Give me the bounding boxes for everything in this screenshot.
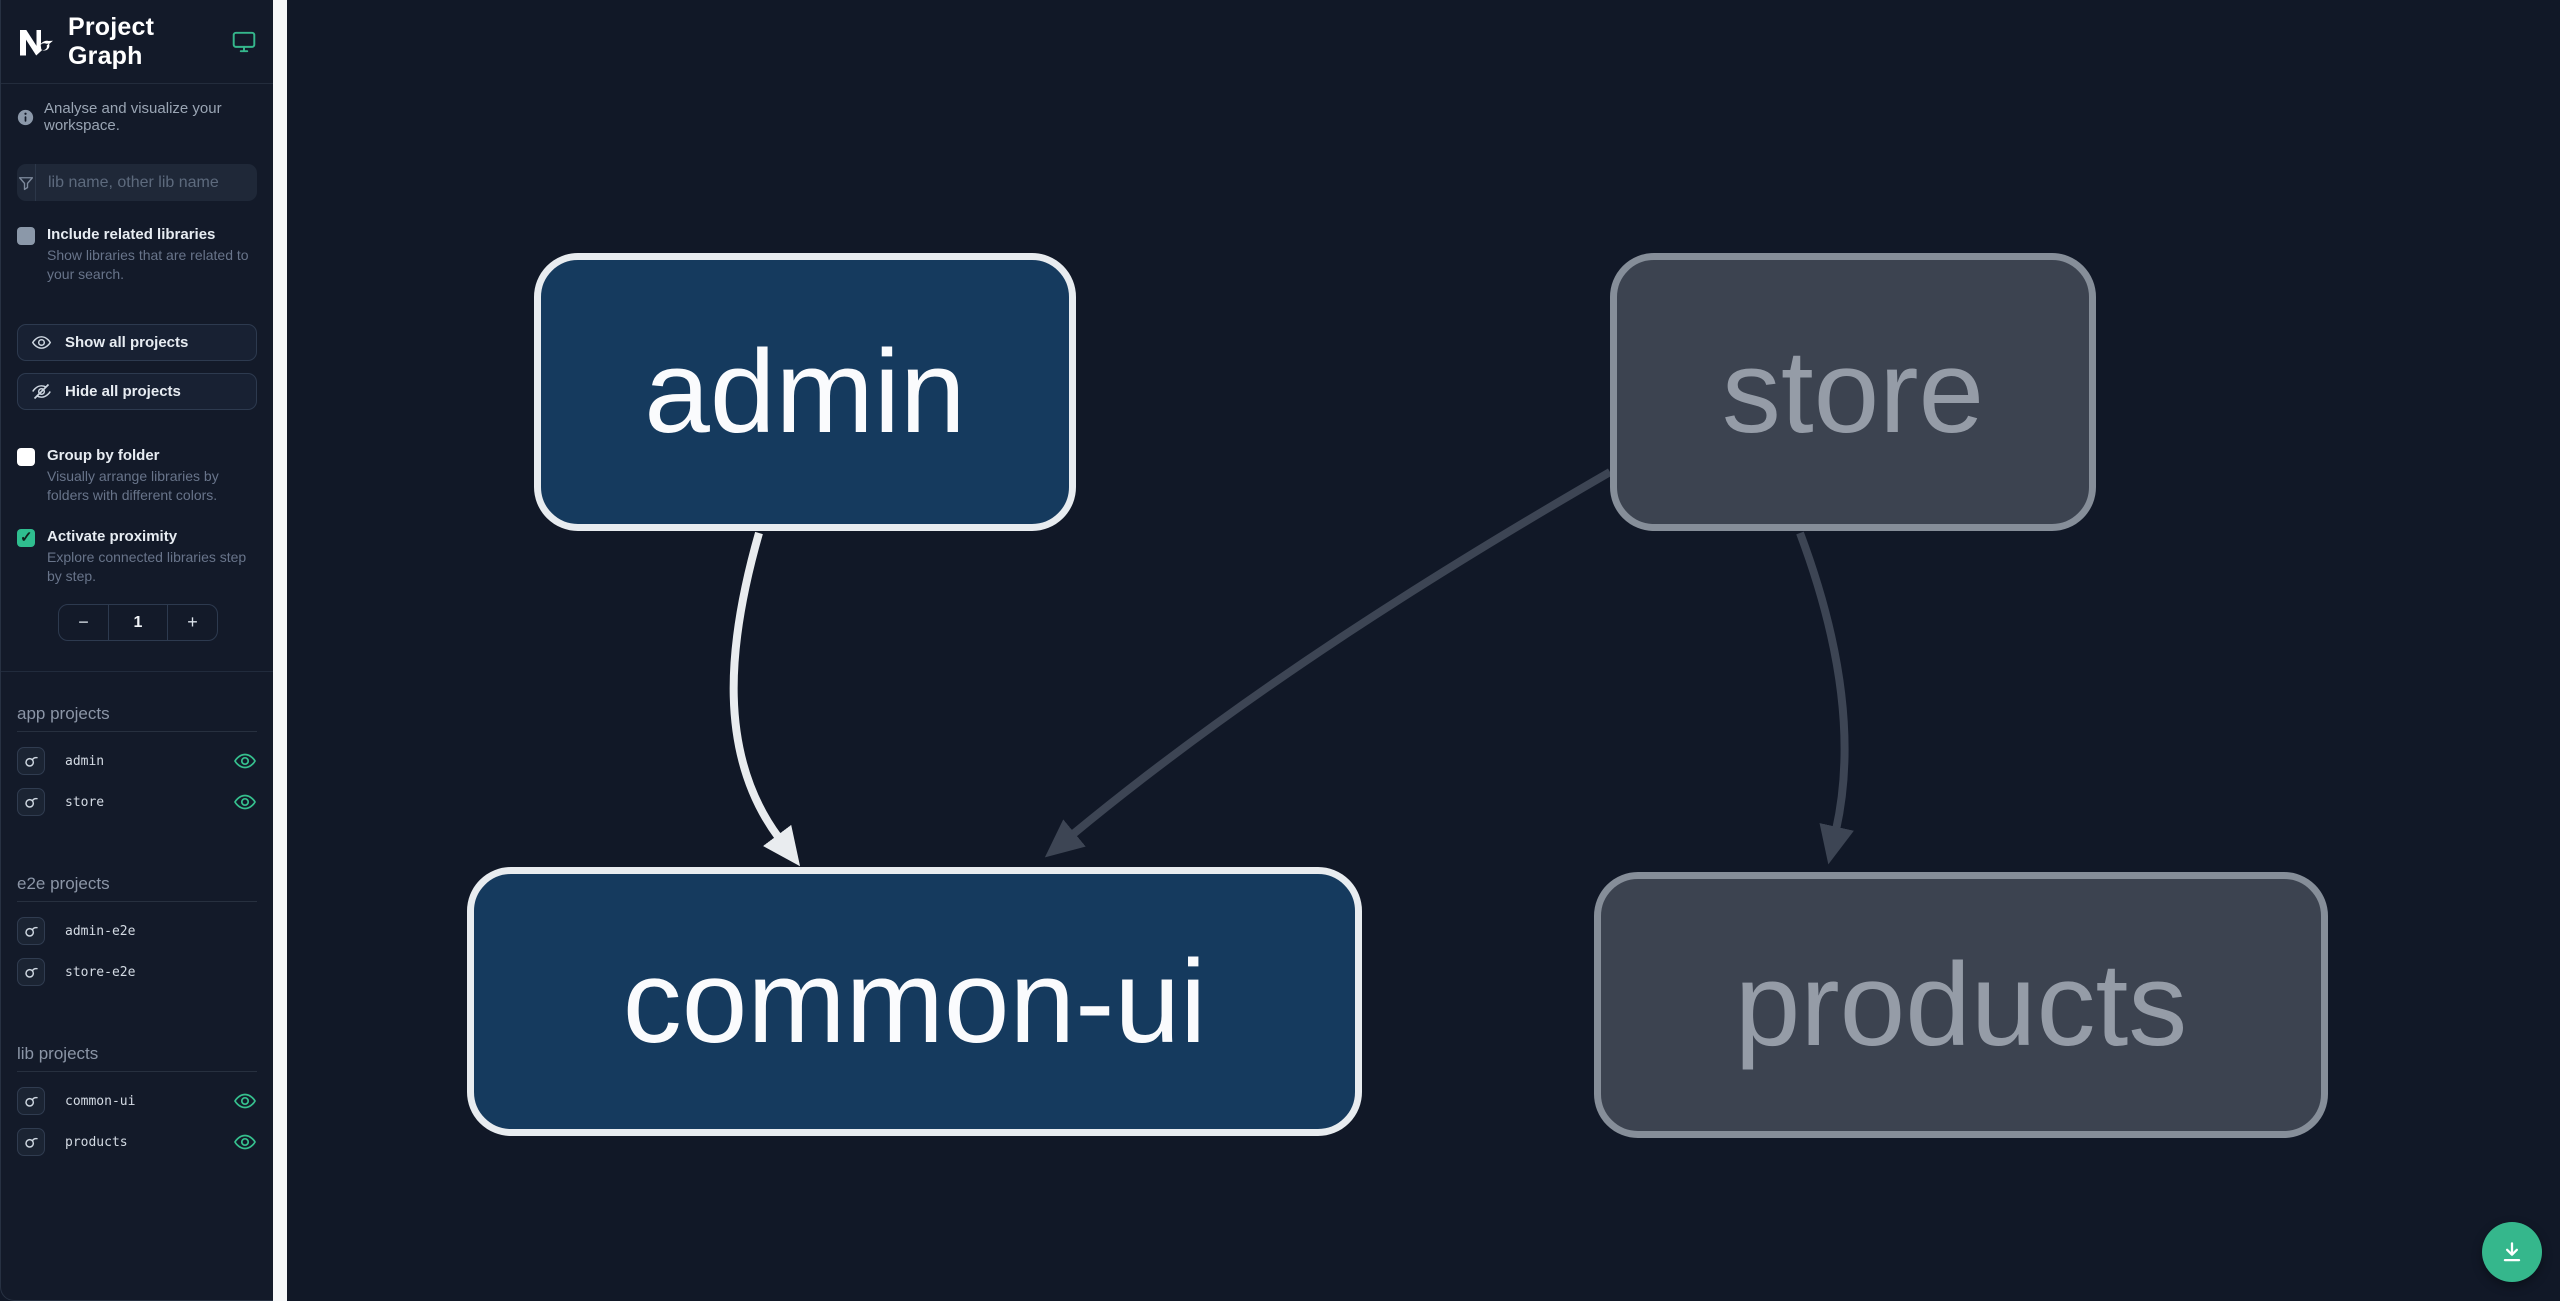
- activate-proximity-label: Activate proximity: [47, 528, 178, 545]
- hide-all-projects-label: Hide all projects: [65, 383, 181, 400]
- workspace-tagline-text: Analyse and visualize your workspace.: [44, 100, 222, 134]
- app-title: Project Graph: [68, 12, 155, 70]
- focus-project-icon: [25, 967, 38, 978]
- search-input[interactable]: [36, 164, 267, 201]
- info-icon: [17, 109, 34, 125]
- eye-off-icon: [32, 383, 51, 400]
- node-label: admin: [644, 326, 966, 458]
- project-name: admin-e2e: [65, 923, 136, 939]
- focus-project-button[interactable]: [17, 747, 45, 775]
- project-visible-eye-icon[interactable]: [233, 1130, 257, 1154]
- proximity-stepper: − 1 +: [58, 604, 218, 641]
- project-row-store: store: [17, 787, 257, 817]
- download-icon: [2503, 1242, 2521, 1262]
- focus-project-icon: [25, 756, 38, 767]
- project-name: store-e2e: [65, 964, 136, 980]
- graph-node-products[interactable]: products: [1594, 872, 2328, 1138]
- section-title: app projects: [17, 704, 257, 732]
- hide-all-projects-button[interactable]: Hide all projects: [17, 373, 257, 410]
- focus-project-button[interactable]: [17, 958, 45, 986]
- node-label: products: [1734, 939, 2188, 1071]
- project-visible-eye-icon[interactable]: [233, 1089, 257, 1113]
- sidebar-sections-divider: [1, 671, 273, 672]
- focus-project-icon: [25, 797, 38, 808]
- node-label: common-ui: [622, 935, 1207, 1068]
- focus-project-button[interactable]: [17, 917, 45, 945]
- show-all-projects-button[interactable]: Show all projects: [17, 324, 257, 361]
- nx-logo: [20, 29, 53, 55]
- proximity-value[interactable]: 1: [108, 605, 168, 640]
- node-label: store: [1721, 326, 1985, 458]
- focus-project-icon: [25, 1096, 38, 1107]
- group-by-folder-row: Group by folder Visually arrange librari…: [1, 446, 273, 505]
- edge-admin-to-common-ui[interactable]: [729, 531, 801, 867]
- group-by-folder-label: Group by folder: [47, 447, 160, 464]
- activate-proximity-checkbox[interactable]: [17, 528, 35, 547]
- focus-project-button[interactable]: [17, 1128, 45, 1156]
- show-all-projects-label: Show all projects: [65, 334, 189, 351]
- project-name: common-ui: [65, 1093, 136, 1109]
- edge-store-to-common-ui[interactable]: [1044, 468, 1613, 858]
- focus-project-icon: [25, 1137, 38, 1148]
- focus-project-icon: [25, 926, 38, 937]
- graph-node-admin[interactable]: admin: [534, 253, 1076, 531]
- eye-icon: [31, 336, 52, 349]
- section-e2e-projects: e2e projects admin-e2e store-e2e: [1, 874, 273, 998]
- activate-proximity-row: Activate proximity Explore connected lib…: [1, 527, 273, 586]
- monitor-icon: [232, 31, 256, 52]
- proximity-increment-button[interactable]: +: [168, 605, 217, 640]
- filter-funnel-icon: [18, 176, 34, 190]
- workspace-tagline: Analyse and visualize your workspace.: [1, 100, 273, 134]
- focus-project-button[interactable]: [17, 788, 45, 816]
- include-related-row: Include related libraries Show libraries…: [1, 225, 273, 284]
- project-row-common-ui: common-ui: [17, 1086, 257, 1116]
- graph-node-common-ui[interactable]: common-ui: [467, 867, 1362, 1136]
- sidebar-header: Project Graph: [1, 0, 273, 84]
- project-name: admin: [65, 753, 105, 769]
- sidebar-canvas-divider: [273, 0, 287, 1301]
- project-row-admin-e2e: admin-e2e: [17, 916, 257, 946]
- project-name: store: [65, 794, 105, 810]
- focus-project-button[interactable]: [17, 1087, 45, 1115]
- graph-edges: [729, 468, 1854, 867]
- graph-node-store[interactable]: store: [1610, 253, 2096, 531]
- section-title: lib projects: [17, 1044, 257, 1072]
- project-row-products: products: [17, 1127, 257, 1157]
- edge-store-to-products[interactable]: [1796, 531, 1854, 865]
- group-by-folder-description: Visually arrange libraries by folders wi…: [47, 468, 219, 503]
- project-visible-eye-icon[interactable]: [233, 749, 257, 773]
- section-app-projects: app projects admin store: [1, 704, 273, 828]
- proximity-decrement-button[interactable]: −: [59, 605, 108, 640]
- filter-funnel-wrap: [17, 164, 36, 201]
- project-name: products: [65, 1134, 128, 1150]
- group-by-folder-checkbox[interactable]: [17, 448, 35, 466]
- project-row-store-e2e: store-e2e: [17, 957, 257, 987]
- download-graph-button[interactable]: [2482, 1222, 2542, 1282]
- include-related-checkbox[interactable]: [17, 227, 35, 245]
- search-box: [17, 164, 267, 201]
- project-visible-eye-icon[interactable]: [233, 790, 257, 814]
- sidebar: Project Graph Analyse and visualize your…: [0, 0, 273, 1301]
- include-related-description: Show libraries that are related to your …: [47, 247, 249, 282]
- activate-proximity-description: Explore connected libraries step by step…: [47, 549, 247, 584]
- project-row-admin: admin: [17, 746, 257, 776]
- section-title: e2e projects: [17, 874, 257, 902]
- graph-canvas[interactable]: admin store common-ui products: [287, 0, 2560, 1301]
- section-lib-projects: lib projects common-ui products: [1, 1044, 273, 1168]
- include-related-label: Include related libraries: [47, 226, 216, 243]
